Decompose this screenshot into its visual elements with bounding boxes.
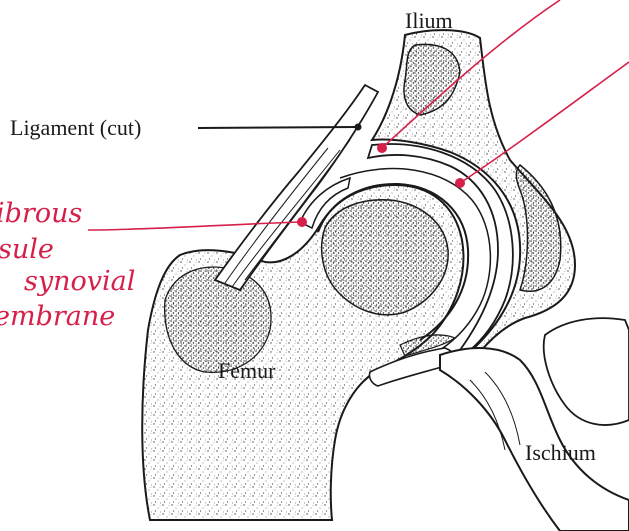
- handwritten-capsule: sule: [0, 234, 54, 265]
- label-ischium: Ischium: [525, 440, 596, 465]
- annotation-dot-capsule: [297, 217, 307, 227]
- label-ligament: Ligament (cut): [10, 115, 141, 140]
- handwritten-synovial: synovial: [24, 266, 135, 297]
- handwritten-fibrous: ibrous: [0, 198, 82, 229]
- annotation-dot-cavity: [455, 178, 465, 188]
- ischium-inner: [544, 318, 629, 425]
- label-ilium: Ilium: [405, 8, 453, 33]
- trochanter-cancellous: [165, 267, 271, 372]
- annotation-dot-cartilage: [377, 143, 387, 153]
- label-femur: Femur: [218, 358, 276, 383]
- handwritten-membrane: embrane: [0, 301, 115, 332]
- ligament-pointer-dot: [355, 124, 362, 131]
- ligament-pointer: [198, 127, 358, 128]
